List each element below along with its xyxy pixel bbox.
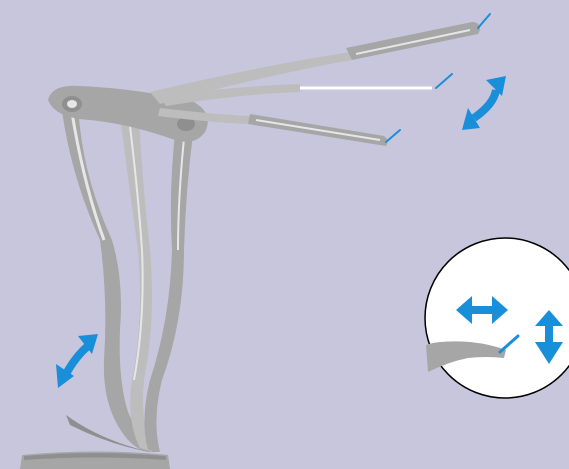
head-pivot-left-highlight <box>67 100 77 108</box>
lamp-base <box>20 452 170 469</box>
